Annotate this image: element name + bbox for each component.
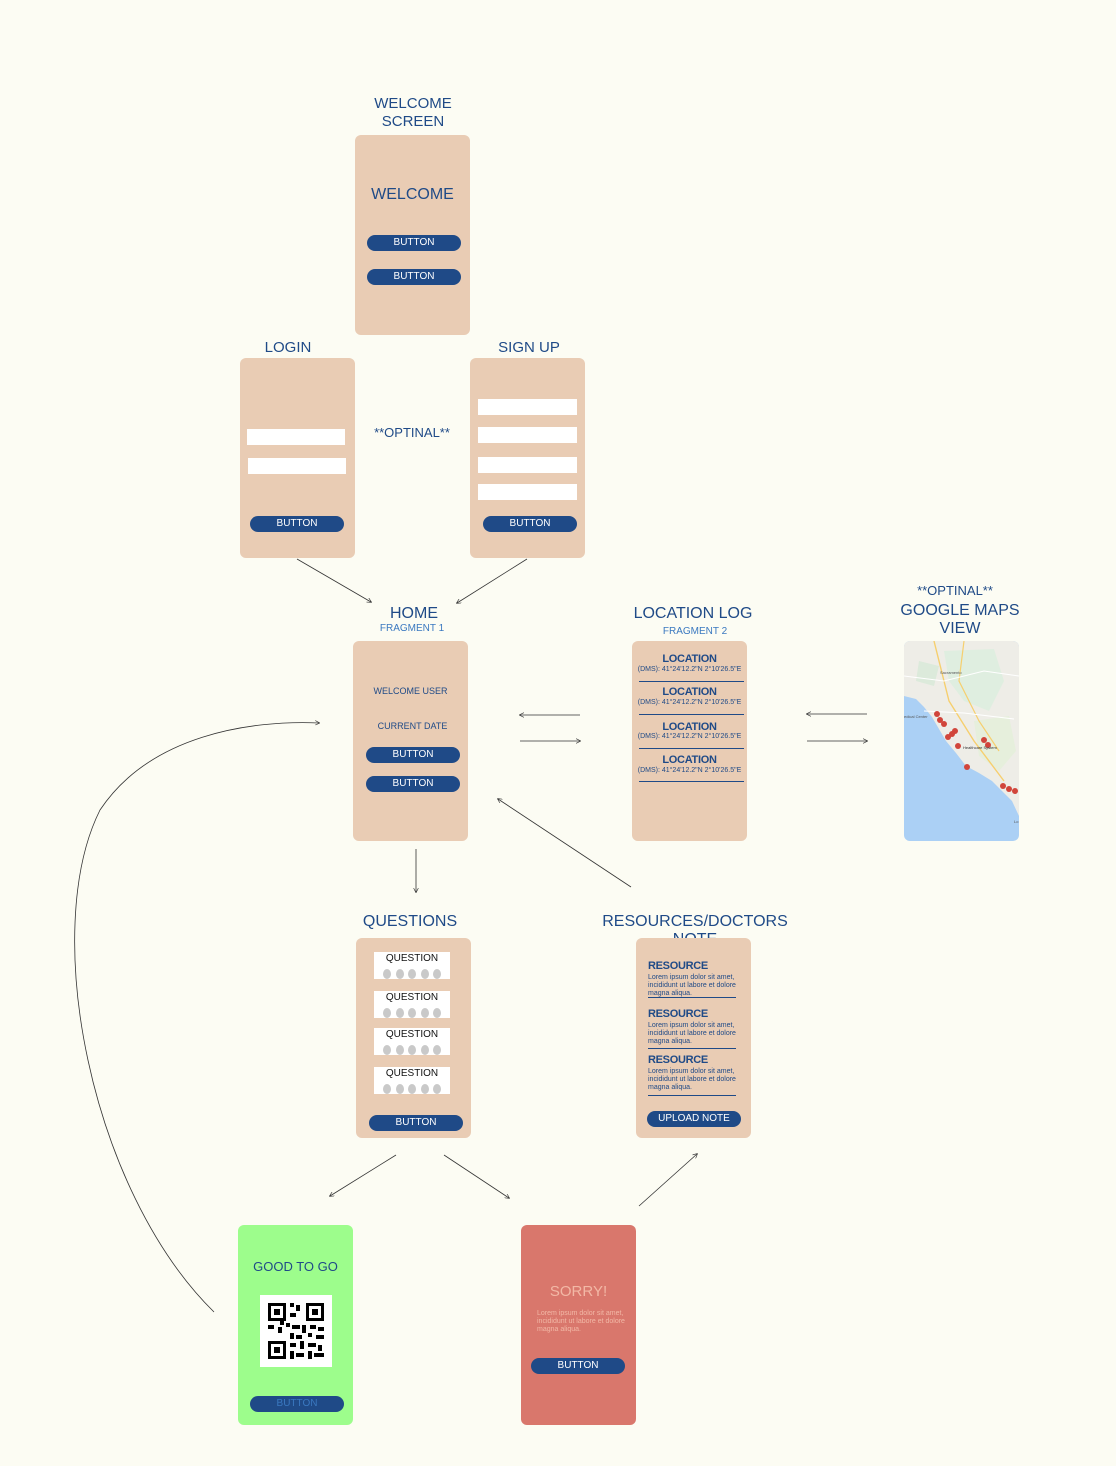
location-log-title: LOCATION LOG xyxy=(633,605,753,622)
home-subtitle: FRAGMENT 1 xyxy=(379,623,445,634)
welcome-screen-title: WELCOME SCREEN xyxy=(374,95,452,130)
location-entry-coords: (DMS): 41°24'12.2"N 2°10'26.5"E xyxy=(637,666,742,673)
current-date-label: CURRENT DATE xyxy=(377,721,448,731)
welcome-button-2[interactable]: BUTTON xyxy=(367,269,461,285)
divider xyxy=(648,1095,736,1096)
signup-field-2[interactable] xyxy=(478,427,577,443)
arrow-good-to-home xyxy=(74,723,319,1313)
location-entry-label: LOCATION xyxy=(662,686,717,698)
question-label: QUESTION xyxy=(385,992,439,1003)
good-to-go-heading: GOOD TO GO xyxy=(253,1259,338,1274)
home-button-2[interactable]: BUTTON xyxy=(366,776,460,792)
optional-note: **OPTINAL** xyxy=(374,425,450,440)
good-to-go-screen: GOOD TO GO xyxy=(238,1225,353,1425)
map-label-medical: edical Center xyxy=(904,714,928,719)
rating-options[interactable] xyxy=(383,1042,447,1055)
login-button[interactable]: BUTTON xyxy=(250,516,344,532)
arrow-sorry-to-resources xyxy=(638,1154,697,1207)
map-label-system: Healthcare System xyxy=(963,745,997,750)
divider xyxy=(639,681,744,682)
welcome-user-label: WELCOME USER xyxy=(373,686,448,696)
signup-title: SIGN UP xyxy=(498,339,560,356)
welcome-heading: WELCOME xyxy=(371,186,454,203)
sorry-button[interactable]: BUTTON xyxy=(531,1358,625,1374)
question-label: QUESTION xyxy=(385,953,439,964)
location-log-screen: LOCATION (DMS): 41°24'12.2"N 2°10'26.5"E… xyxy=(632,641,747,841)
signup-field-3[interactable] xyxy=(478,457,577,473)
question-card: QUESTION xyxy=(374,952,450,979)
resource-text: Lorem ipsum dolor sit amet, incididunt u… xyxy=(648,1022,736,1045)
arrow-questions-to-sorry xyxy=(443,1154,509,1198)
questions-screen: QUESTION QUESTION QUESTION QUESTION BUTT… xyxy=(356,938,471,1138)
password-field[interactable] xyxy=(248,458,346,474)
signup-field-1[interactable] xyxy=(478,399,577,415)
resource-text: Lorem ipsum dolor sit amet, incididunt u… xyxy=(648,1068,736,1091)
home-title: HOME xyxy=(390,605,438,622)
question-card: QUESTION xyxy=(374,991,450,1018)
questions-submit-button[interactable]: BUTTON xyxy=(369,1115,463,1131)
location-log-subtitle: FRAGMENT 2 xyxy=(662,626,728,637)
arrow-signup-to-home xyxy=(457,558,528,603)
questions-title: QUESTIONS xyxy=(362,913,458,930)
divider xyxy=(639,781,744,782)
username-field[interactable] xyxy=(247,429,345,445)
divider xyxy=(639,748,744,749)
location-entry-label: LOCATION xyxy=(662,754,717,766)
location-entry-coords: (DMS): 41°24'12.2"N 2°10'26.5"E xyxy=(637,733,742,740)
map-label-edge: Lo xyxy=(1014,819,1019,824)
arrow-questions-to-good xyxy=(330,1154,397,1196)
location-entry-label: LOCATION xyxy=(662,721,717,733)
map-label-city: Sacramento xyxy=(940,670,962,675)
home-button-1[interactable]: BUTTON xyxy=(366,747,460,763)
map-view[interactable]: Sacramento edical Center Healthcare Syst… xyxy=(904,641,1019,841)
upload-note-button[interactable]: UPLOAD NOTE xyxy=(647,1111,741,1127)
location-entry-coords: (DMS): 41°24'12.2"N 2°10'26.5"E xyxy=(637,767,742,774)
sorry-text: Lorem ipsum dolor sit amet, incididunt u… xyxy=(537,1310,625,1333)
divider xyxy=(648,1048,736,1049)
qr-code xyxy=(260,1295,332,1367)
question-card: QUESTION xyxy=(374,1067,450,1094)
signup-field-4[interactable] xyxy=(478,484,577,500)
location-entry-label: LOCATION xyxy=(662,653,717,665)
location-entry-coords: (DMS): 41°24'12.2"N 2°10'26.5"E xyxy=(637,699,742,706)
sorry-heading: SORRY! xyxy=(549,1283,608,1300)
question-label: QUESTION xyxy=(385,1068,439,1079)
divider xyxy=(639,714,744,715)
rating-options[interactable] xyxy=(383,966,447,979)
arrow-login-to-home xyxy=(296,558,371,602)
divider xyxy=(648,997,736,998)
maps-title: GOOGLE MAPS VIEW xyxy=(900,602,1020,637)
resource-text: Lorem ipsum dolor sit amet, incididunt u… xyxy=(648,974,736,997)
rating-options[interactable] xyxy=(383,1005,447,1018)
question-card: QUESTION xyxy=(374,1028,450,1055)
home-screen: WELCOME USER CURRENT DATE BUTTON BUTTON xyxy=(353,641,468,841)
sorry-screen: SORRY! Lorem ipsum dolor sit amet, incid… xyxy=(521,1225,636,1425)
signup-screen: BUTTON xyxy=(470,358,585,558)
resource-label: RESOURCE xyxy=(648,960,708,972)
rating-options[interactable] xyxy=(383,1081,447,1094)
login-title: LOGIN xyxy=(264,339,312,356)
signup-button[interactable]: BUTTON xyxy=(483,516,577,532)
resources-screen: RESOURCE Lorem ipsum dolor sit amet, inc… xyxy=(636,938,751,1138)
map-illustration: Sacramento edical Center Healthcare Syst… xyxy=(904,641,1019,824)
arrow-resources-to-home xyxy=(498,799,632,888)
welcome-screen: WELCOME BUTTON BUTTON xyxy=(355,135,470,335)
login-screen: BUTTON xyxy=(240,358,355,558)
question-label: QUESTION xyxy=(385,1029,439,1040)
good-to-go-button[interactable]: BUTTON xyxy=(250,1396,344,1412)
resource-label: RESOURCE xyxy=(648,1008,708,1020)
welcome-button-1[interactable]: BUTTON xyxy=(367,235,461,251)
resource-label: RESOURCE xyxy=(648,1054,708,1066)
maps-optional-note: **OPTINAL** xyxy=(917,583,993,598)
